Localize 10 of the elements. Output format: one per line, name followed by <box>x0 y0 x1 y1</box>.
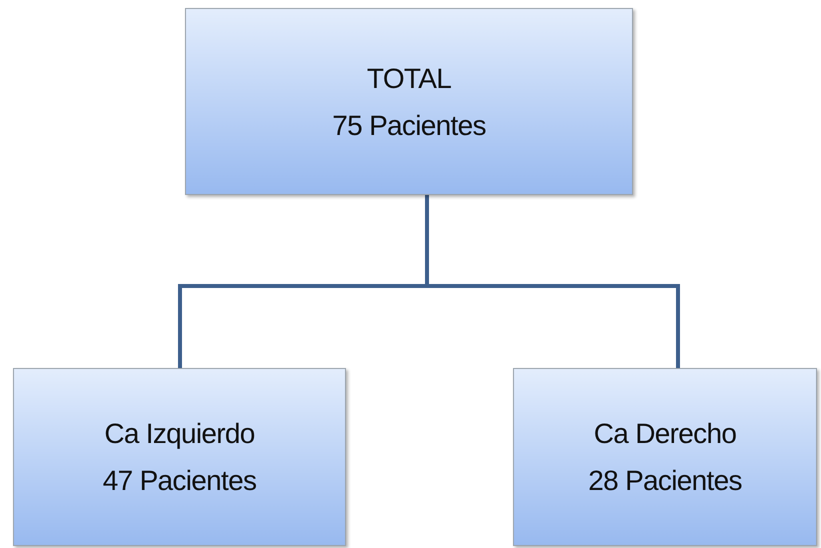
node-box <box>185 8 633 195</box>
node-box <box>13 368 346 546</box>
node-label: Ca Derecho <box>594 417 736 451</box>
node-label: 47 Pacientes <box>102 464 256 498</box>
node-label: 28 Pacientes <box>588 464 742 498</box>
connector-line <box>425 195 680 368</box>
node-label: 75 Pacientes <box>332 108 486 142</box>
node-label: TOTAL <box>366 62 452 96</box>
node-label: Ca Izquierdo <box>104 417 255 451</box>
node-box <box>513 368 817 546</box>
